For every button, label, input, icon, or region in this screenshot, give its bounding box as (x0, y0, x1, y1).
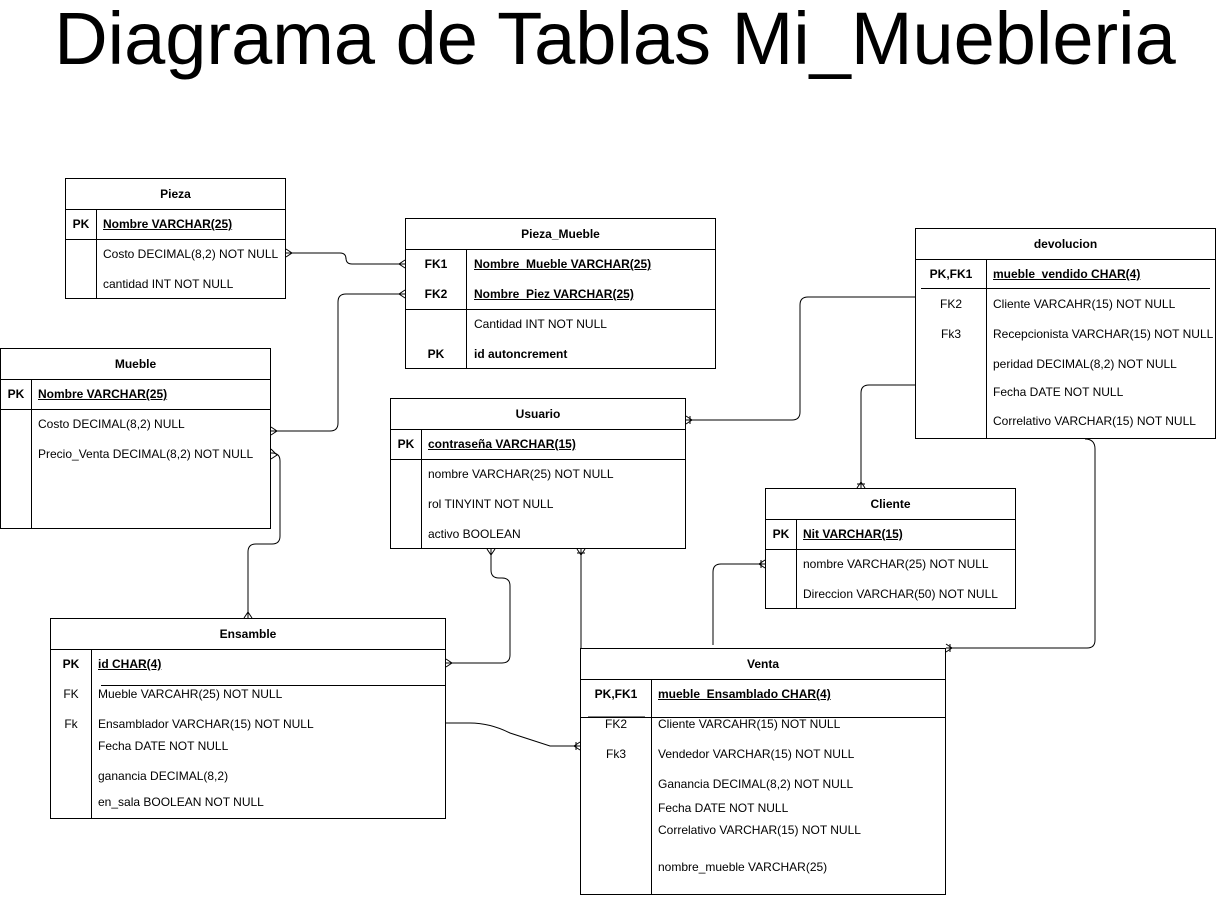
relationship-pieza-piezamueble (286, 252, 405, 265)
field-primary-key: mueble_Ensamblado CHAR(4) (658, 687, 831, 701)
key-label: FK2 (604, 717, 627, 731)
table-header: devolucion (916, 229, 1215, 260)
field: activo BOOLEAN (428, 527, 521, 541)
table-header: Pieza_Mueble (406, 219, 715, 250)
diagram-title: Diagrama de Tablas Mi_Muebleria (54, 0, 1176, 80)
field: Cliente VARCAHR(15) NOT NULL (658, 717, 841, 731)
field: Costo DECIMAL(8,2) NOT NULL (103, 247, 279, 261)
key-label: PK (72, 217, 90, 231)
relationship-usuario-devolucion (686, 296, 915, 421)
key-label: PK (772, 527, 790, 541)
field-primary-key: Nombre VARCHAR(25) (103, 217, 233, 231)
field: cantidad INT NOT NULL (103, 277, 234, 291)
key-label: FK1 (424, 257, 448, 271)
table-header: Pieza (66, 179, 285, 210)
relationship-mueble-ensamble (247, 452, 281, 618)
field: ganancia DECIMAL(8,2) (98, 769, 229, 783)
crow-foot-icon (285, 248, 293, 258)
key-label: FK2 (424, 287, 448, 301)
key-label: PK,FK1 (594, 687, 638, 701)
key-label: FK (63, 687, 79, 701)
field-primary-key: mueble_vendido CHAR(4) (993, 267, 1141, 281)
relationship-mueble-piezamueble (271, 293, 405, 432)
table-header: Cliente (766, 489, 1015, 520)
field: nombre VARCHAR(25) NOT NULL (803, 557, 989, 571)
relationship-usuario-ensamble (446, 549, 511, 664)
key-label: PK (427, 347, 445, 361)
key-label: Fk3 (940, 327, 961, 341)
relationship-devolucion-cliente (860, 384, 915, 488)
crow-foot-icon (758, 559, 766, 569)
crow-foot-icon (398, 289, 406, 299)
field: Fecha DATE NOT NULL (658, 801, 789, 815)
table-header: Mueble (1, 349, 270, 380)
crow-foot-icon (945, 643, 953, 653)
table-venta[interactable]: Venta PK,FK1 mueble_Ensamblado CHAR(4) F… (580, 648, 946, 895)
field-primary-key: Nit VARCHAR(15) (803, 527, 903, 541)
table-header: Venta (581, 649, 945, 680)
table-usuario[interactable]: Usuario PK contraseña VARCHAR(15) nombre… (390, 398, 686, 549)
crow-foot-icon (685, 415, 693, 425)
field: nombre VARCHAR(25) NOT NULL (428, 467, 614, 481)
field-foreign-key: Nombre_Piez VARCHAR(25) (474, 287, 634, 301)
field: Fecha DATE NOT NULL (993, 385, 1124, 399)
crow-foot-icon (576, 548, 586, 556)
field-foreign-key: Nombre_Mueble VARCHAR(25) (474, 257, 652, 271)
table-header: Ensamble (51, 619, 445, 650)
field: Vendedor VARCHAR(15) NOT NULL (658, 747, 855, 761)
field: Fecha DATE NOT NULL (98, 739, 229, 753)
field: Recepcionista VARCHAR(15) NOT NULL (993, 327, 1214, 341)
field-primary-key: id CHAR(4) (98, 657, 162, 671)
field: Precio_Venta DECIMAL(8,2) NOT NULL (38, 447, 254, 461)
crow-foot-icon (573, 741, 581, 751)
table-mueble[interactable]: Mueble PK Nombre VARCHAR(25) Costo DECIM… (0, 348, 271, 529)
key-label: PK,FK1 (929, 267, 973, 281)
table-cliente[interactable]: Cliente PK Nit VARCHAR(15) nombre VARCHA… (765, 488, 1016, 609)
field: peridad DECIMAL(8,2) NOT NULL (993, 357, 1177, 371)
field-primary-key: Nombre VARCHAR(25) (38, 387, 168, 401)
crow-foot-icon (445, 658, 453, 668)
key-label: FK2 (939, 297, 962, 311)
field: rol TINYINT NOT NULL (428, 497, 554, 511)
crow-foot-icon (486, 548, 496, 556)
field: en_sala BOOLEAN NOT NULL (98, 795, 264, 809)
field: Cliente VARCAHR(15) NOT NULL (993, 297, 1176, 311)
field: Cantidad INT NOT NULL (474, 317, 607, 331)
key-label: Fk3 (605, 747, 626, 761)
table-header: Usuario (391, 399, 685, 430)
field-primary-key: id autoncrement (474, 347, 568, 361)
table-pieza-mueble[interactable]: Pieza_Mueble FK1 Nombre_Mueble VARCHAR(2… (405, 218, 716, 369)
field: Mueble VARCAHR(25) NOT NULL (98, 687, 283, 701)
crow-foot-icon (856, 481, 866, 489)
field: Direccion VARCHAR(50) NOT NULL (803, 587, 998, 601)
field: Correlativo VARCHAR(15) NOT NULL (658, 823, 861, 837)
table-pieza[interactable]: Pieza PK Nombre VARCHAR(25) Costo DECIMA… (65, 178, 286, 299)
field-primary-key: contraseña VARCHAR(15) (428, 437, 576, 451)
key-label: Fk (64, 717, 78, 731)
crow-foot-icon (270, 448, 278, 460)
field: Correlativo VARCHAR(15) NOT NULL (993, 414, 1196, 428)
field: Costo DECIMAL(8,2) NULL (38, 417, 185, 431)
key-label: PK (62, 657, 80, 671)
table-ensamble[interactable]: Ensamble PK id CHAR(4) FK Mueble VARCAHR… (50, 618, 446, 819)
field: Ensamblador VARCHAR(15) NOT NULL (98, 717, 314, 731)
relationship-ensamble-venta (446, 722, 580, 747)
crow-foot-icon (243, 611, 253, 619)
relationship-devolucion-venta (946, 438, 1096, 649)
key-label: PK (7, 387, 25, 401)
crow-foot-icon (398, 259, 406, 269)
crow-foot-icon (270, 426, 278, 436)
relationship-venta-cliente (712, 563, 765, 645)
field: Ganancia DECIMAL(8,2) NOT NULL (658, 777, 854, 791)
key-label: PK (397, 437, 415, 451)
field: nombre_mueble VARCHAR(25) (658, 860, 828, 874)
